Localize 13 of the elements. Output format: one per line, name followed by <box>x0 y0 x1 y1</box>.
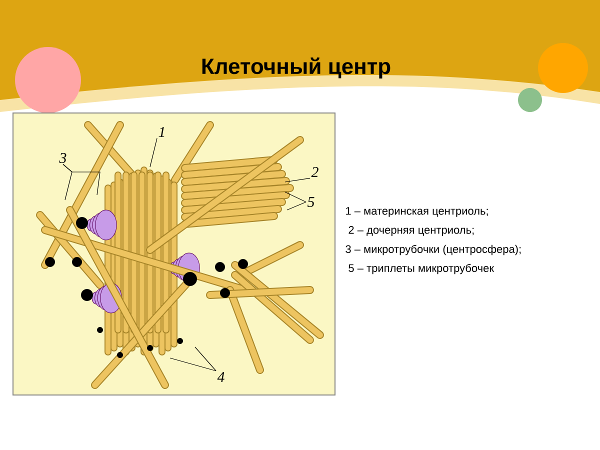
legend-text: 1 – материнская центриоль; <box>346 207 488 217</box>
legend-text: 3 – микротрубочки (центросфера); <box>346 244 521 256</box>
legend-text: 5 – триплеты микротрубочек <box>348 264 494 274</box>
leader-line <box>284 178 310 182</box>
title: Клеточный центр <box>202 58 390 78</box>
leader-line <box>286 202 306 210</box>
leader-line <box>150 138 158 168</box>
leader-line <box>170 358 216 372</box>
leader-line <box>284 192 306 202</box>
leader-line <box>194 346 216 372</box>
centrosome-drawing <box>36 121 324 389</box>
legend-text: 2 – дочерняя центриоль; <box>348 226 474 236</box>
leader-line <box>62 164 100 196</box>
